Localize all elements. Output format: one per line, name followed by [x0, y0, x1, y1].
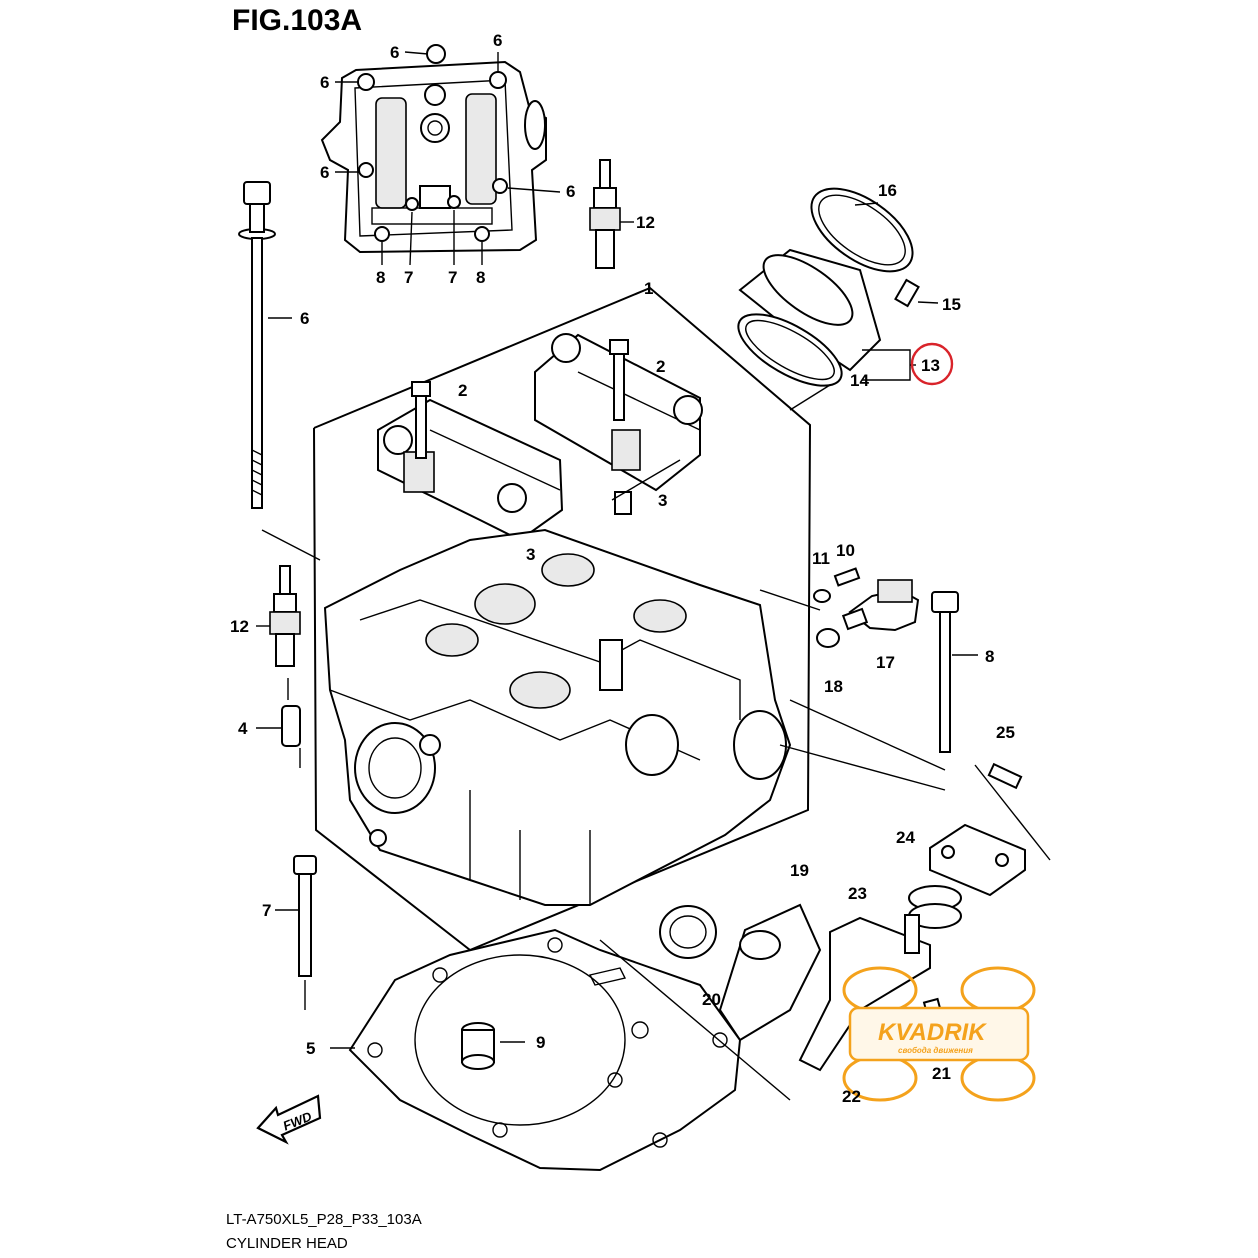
- callout-24: 24: [896, 828, 915, 847]
- assembly-box: [313, 286, 812, 952]
- watermark-brand: KVADRIK: [878, 1019, 987, 1046]
- long-bolt-6: [238, 181, 292, 509]
- callout-5: 5: [306, 1039, 315, 1058]
- callout-8: 8: [985, 647, 994, 666]
- callout-6: 6: [566, 182, 575, 201]
- callout-7: 7: [404, 268, 413, 287]
- fwd-arrow: FWD: [256, 1094, 322, 1145]
- bracket-24: [929, 823, 1026, 897]
- dowel-3a: [614, 491, 632, 515]
- intake-pipe-assembly: [737, 187, 939, 387]
- head-gasket-5: [330, 928, 742, 1172]
- cam-holder-front: [377, 398, 564, 542]
- callout-3: 3: [526, 545, 535, 564]
- callout-6: 6: [320, 163, 329, 182]
- top-view-leaders: [335, 51, 561, 266]
- callout-2: 2: [656, 357, 665, 376]
- callout-15: 15: [942, 295, 961, 314]
- part-13-highlight: [910, 342, 954, 386]
- bolts-2: [411, 339, 629, 459]
- callout-19: 19: [790, 861, 809, 880]
- washer-18: [816, 628, 840, 648]
- callout-3: 3: [658, 491, 667, 510]
- bolt-25: [987, 762, 1023, 790]
- long-bolt-8: [931, 591, 978, 753]
- cylinder-head-body: [323, 528, 792, 906]
- callout-20: 20: [702, 990, 721, 1009]
- callout-13: 13: [921, 356, 940, 375]
- connector-lines: [261, 384, 1051, 1101]
- callout-11: 11: [812, 549, 830, 568]
- callout-16: 16: [878, 181, 897, 200]
- callout-12: 12: [230, 617, 249, 636]
- callout-25: 25: [996, 723, 1015, 742]
- figure-code: LT-A750XL5_P28_P33_103A: [226, 1211, 422, 1228]
- watermark-tagline: свобода движения: [898, 1046, 973, 1055]
- thermostat-20: [659, 905, 717, 959]
- spark-plug-left: [256, 565, 301, 667]
- callout-2: 2: [458, 381, 467, 400]
- water-pipe-22: [798, 914, 931, 1072]
- callout-14: 14: [850, 371, 869, 390]
- callout-23: 23: [848, 884, 867, 903]
- callout-18: 18: [824, 677, 843, 696]
- callout-6: 6: [390, 43, 399, 62]
- callout-7: 7: [262, 901, 271, 920]
- callout-numbers: 6 6 6 6 6 6 8 7 7 8 12 1 2 2 3 3 16 15 1…: [230, 31, 1015, 1106]
- thermostat-housing-19: [718, 903, 822, 1042]
- callout-8: 8: [376, 268, 385, 287]
- dowel-9: [461, 1022, 525, 1070]
- figure-title: FIG.103A: [232, 4, 362, 37]
- dowel-4: [281, 705, 301, 747]
- callout-10: 10: [836, 541, 855, 560]
- callout-1: 1: [644, 279, 653, 298]
- kvadrik-watermark-logo: KVADRIK свобода движения: [842, 966, 1036, 1102]
- callout-9: 9: [536, 1033, 545, 1052]
- head-top-view: [320, 44, 547, 254]
- figure-name: CYLINDER HEAD: [226, 1235, 348, 1252]
- callout-8: 8: [476, 268, 485, 287]
- callout-12: 12: [636, 213, 655, 232]
- callout-6: 6: [300, 309, 309, 328]
- bolt-10: [833, 567, 861, 587]
- callout-6: 6: [493, 31, 502, 50]
- callout-17: 17: [876, 653, 895, 672]
- callout-7: 7: [448, 268, 457, 287]
- bolt-7: [275, 855, 317, 977]
- washer-11: [813, 589, 831, 603]
- callout-6: 6: [320, 73, 329, 92]
- sensor-17: [841, 579, 920, 632]
- spark-plug-top: [589, 159, 634, 269]
- callout-4: 4: [238, 719, 248, 738]
- callout-22: 22: [842, 1087, 861, 1106]
- callout-21: 21: [932, 1064, 951, 1083]
